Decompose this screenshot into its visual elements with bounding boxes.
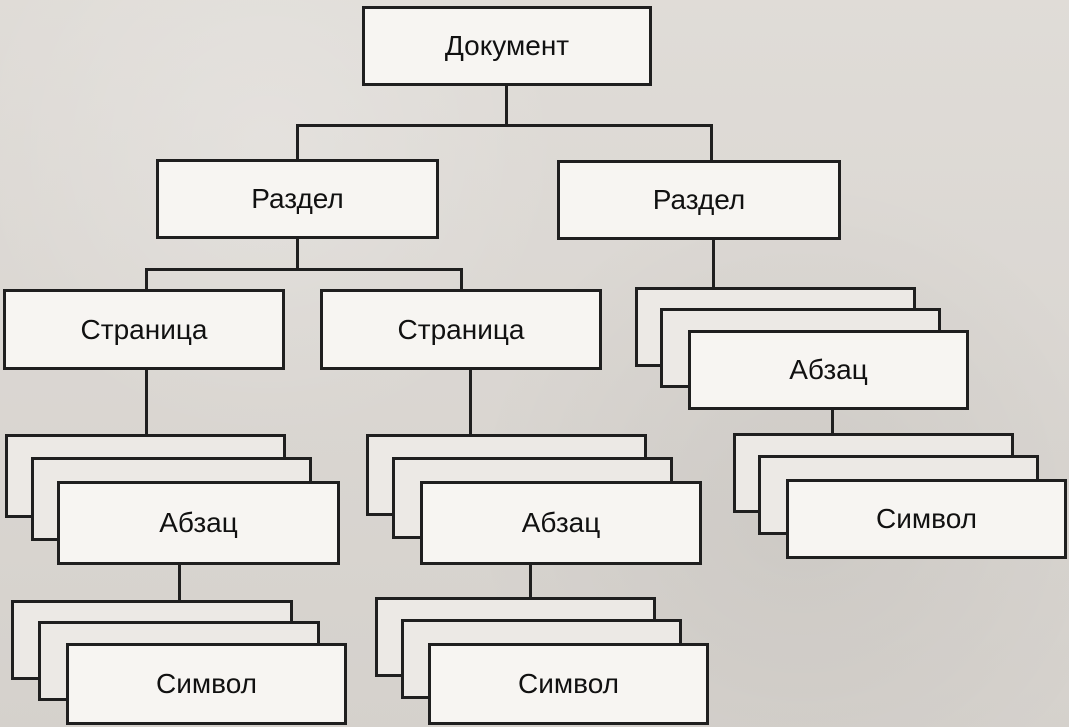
connector-section-left-down xyxy=(296,238,299,269)
symbol-node-middle-label: Символ xyxy=(518,668,619,699)
connector-paragraph-middle-down xyxy=(529,565,532,597)
symbol-node-right: Символ xyxy=(786,479,1067,559)
connector-section-right-drop xyxy=(710,124,713,160)
symbol-node-right-label: Символ xyxy=(876,503,977,534)
paragraph-node-right: Абзац xyxy=(688,330,969,410)
connector-paragraph-left-down xyxy=(178,565,181,600)
document-node: Документ xyxy=(362,6,652,86)
connector-section-right-down xyxy=(712,240,715,287)
connector-pages-horizontal xyxy=(145,268,463,271)
section-node-right-label: Раздел xyxy=(652,184,746,215)
page-node-middle: Страница xyxy=(320,289,602,370)
symbol-node-left-label: Символ xyxy=(156,668,257,699)
page-node-left: Страница xyxy=(3,289,285,370)
document-node-label: Документ xyxy=(444,30,570,61)
section-node-left-label: Раздел xyxy=(251,183,344,214)
page-node-middle-label: Страница xyxy=(397,313,525,345)
connector-page-middle-drop xyxy=(460,268,463,289)
connector-page-middle-down xyxy=(469,370,472,434)
symbol-node-middle: Символ xyxy=(428,643,709,725)
paragraph-node-left: Абзац xyxy=(57,481,340,565)
connector-section-left-drop xyxy=(296,124,299,159)
connector-document-down xyxy=(505,86,508,124)
connector-page-left-drop xyxy=(145,268,148,289)
section-node-right: Раздел xyxy=(557,160,841,240)
connector-paragraph-right-down xyxy=(831,410,834,433)
section-node-left: Раздел xyxy=(156,159,439,239)
symbol-node-left: Символ xyxy=(66,643,347,725)
paragraph-node-middle: Абзац xyxy=(420,481,702,565)
paragraph-node-right-label: Абзац xyxy=(789,354,868,385)
page-node-left-label: Страница xyxy=(80,313,208,345)
paragraph-node-left-label: Абзац xyxy=(159,507,238,538)
connector-page-left-down xyxy=(145,370,148,434)
paragraph-node-middle-label: Абзац xyxy=(521,507,601,538)
connector-document-horizontal xyxy=(296,124,713,127)
